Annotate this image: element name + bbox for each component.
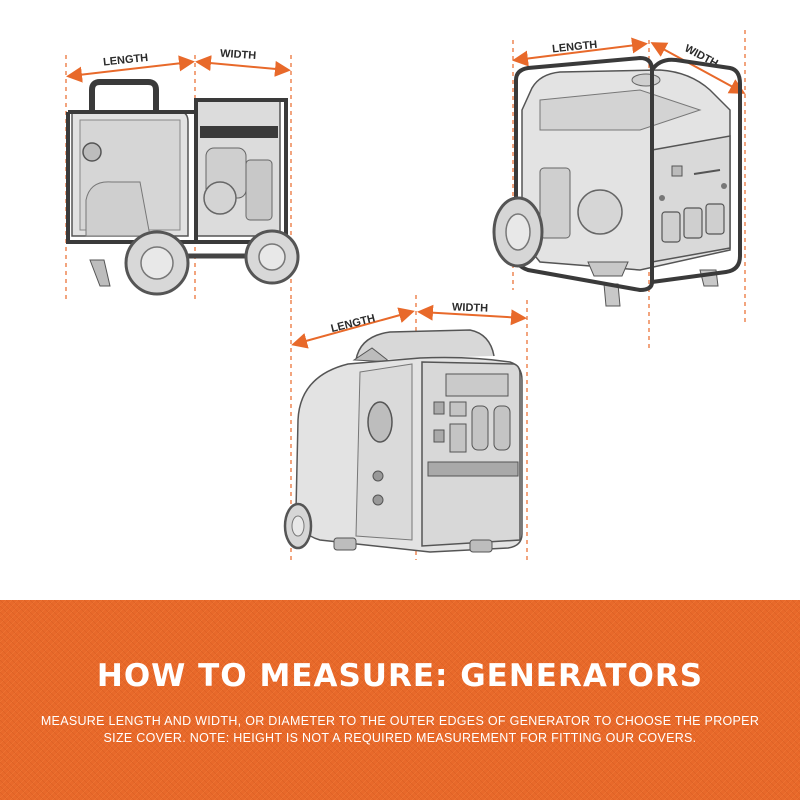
banner	[0, 600, 800, 800]
width-label-3: WIDTH	[452, 301, 488, 314]
banner-texture	[0, 600, 800, 800]
enclosed-frame-generator: LENGTH WIDTH	[492, 30, 746, 350]
inverter-generator: LENGTH WIDTH	[283, 295, 528, 560]
banner-description-line-1: MEASURE LENGTH AND WIDTH, OR DIAMETER TO…	[40, 714, 760, 728]
banner-title: HOW TO MEASURE: GENERATORS	[96, 658, 704, 694]
open-frame-generator: LENGTH WIDTH	[65, 48, 300, 300]
banner-description-line-2: SIZE COVER. NOTE: HEIGHT IS NOT A REQUIR…	[103, 731, 697, 745]
length-label-2: LENGTH	[552, 39, 598, 56]
length-label-3: LENGTH	[330, 312, 377, 335]
length-label: LENGTH	[103, 52, 149, 69]
generator-illustration: LENGTH WIDTH LENGTH	[65, 30, 746, 560]
width-label: WIDTH	[220, 48, 257, 62]
